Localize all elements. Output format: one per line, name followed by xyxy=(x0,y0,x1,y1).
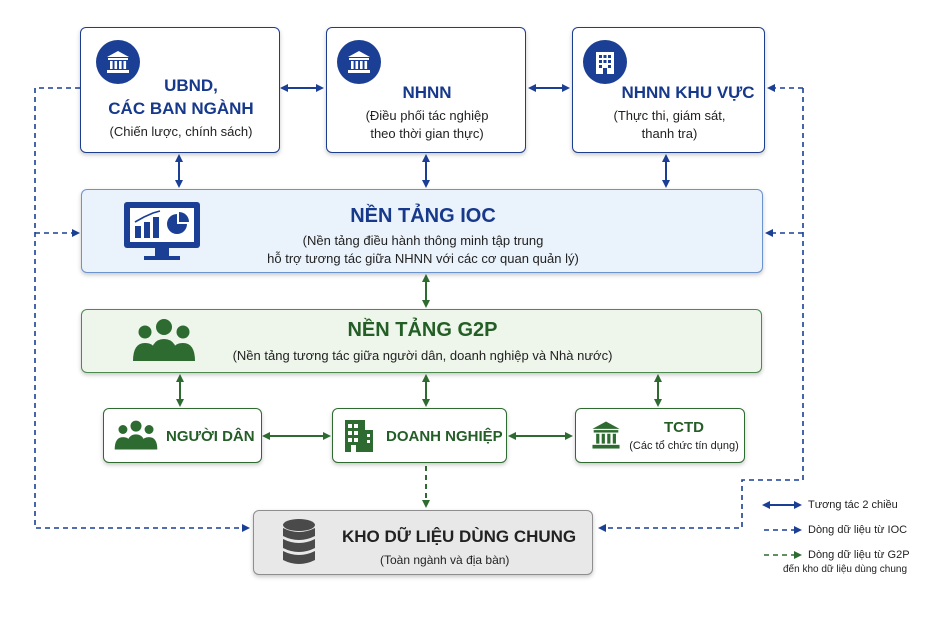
nhnn-khu-vuc-subtitle-line2: thanh tra) xyxy=(641,126,698,141)
ubnd-title-line1: UBND, xyxy=(164,76,218,95)
ioc-flow-left xyxy=(34,87,250,532)
nhnn-khu-vuc-title: NHNN KHU VỰC xyxy=(621,83,755,102)
bank-icon xyxy=(590,419,622,456)
g2p-title: NỀN TẢNG G2P xyxy=(347,319,498,341)
legend-g2p-flow-label-line2: đến kho dữ liệu dùng chung xyxy=(783,564,908,575)
doanh-nghiep-title: DOANH NGHIỆP xyxy=(386,428,503,445)
tctd-subtitle: (Các tổ chức tín dụng) xyxy=(629,440,739,452)
office-building-icon xyxy=(583,40,627,84)
people-group-icon xyxy=(132,317,196,368)
kho-subtitle: (Toàn ngành và địa bàn) xyxy=(380,553,510,567)
ioc-flow-right xyxy=(598,88,804,532)
nhnn-khu-vuc-subtitle-line1: (Thực thi, giám sát, xyxy=(613,108,726,123)
ioc-platform-box: NỀN TẢNG IOC (Nền tảng điều hành thông m… xyxy=(81,189,763,273)
people-group-icon xyxy=(114,419,158,456)
legend-two-way-label: Tương tác 2 chiều xyxy=(808,499,898,511)
tctd-title: TCTD xyxy=(664,419,704,436)
tctd-box: TCTD (Các tổ chức tín dụng) xyxy=(575,408,745,463)
ubnd-box: UBND, CÁC BAN NGÀNH (Chiến lược, chính s… xyxy=(80,27,280,153)
office-building-icon xyxy=(344,418,374,457)
ubnd-title-line2: CÁC BAN NGÀNH xyxy=(108,99,254,118)
ioc-subtitle-line2: hỗ trợ tương tác giữa NHNN với các cơ qu… xyxy=(267,251,579,266)
database-icon xyxy=(281,518,317,573)
ioc-title: NỀN TẢNG IOC xyxy=(350,205,496,227)
bank-icon xyxy=(96,40,140,84)
dashboard-monitor-icon xyxy=(122,200,202,269)
nguoi-dan-box: NGƯỜI DÂN xyxy=(103,408,262,463)
nhnn-subtitle-line2: theo thời gian thực) xyxy=(370,126,484,141)
nhnn-title: NHNN xyxy=(402,83,452,102)
ioc-subtitle-line1: (Nền tảng điều hành thông minh tập trung xyxy=(302,233,544,248)
g2p-subtitle: (Nền tảng tương tác giữa người dân, doan… xyxy=(232,348,613,363)
legend-ioc-flow-label: Dòng dữ liệu từ IOC xyxy=(808,524,908,536)
nhnn-subtitle-line1: (Điều phối tác nghiệp xyxy=(365,108,489,123)
doanh-nghiep-box: DOANH NGHIỆP xyxy=(332,408,507,463)
kho-du-lieu-box: KHO DỮ LIỆU DÙNG CHUNG (Toàn ngành và đị… xyxy=(253,510,593,575)
ubnd-subtitle: (Chiến lược, chính sách) xyxy=(109,124,253,139)
bank-icon xyxy=(337,40,381,84)
g2p-platform-box: NỀN TẢNG G2P (Nền tảng tương tác giữa ng… xyxy=(81,309,762,373)
nguoi-dan-title: NGƯỜI DÂN xyxy=(166,428,255,445)
nhnn-box: NHNN (Điều phối tác nghiệp theo thời gia… xyxy=(326,27,526,153)
legend-g2p-flow-label-line1: Dòng dữ liệu từ G2P xyxy=(808,549,910,561)
kho-title: KHO DỮ LIỆU DÙNG CHUNG xyxy=(342,527,577,546)
nhnn-khu-vuc-box: NHNN KHU VỰC (Thực thi, giám sát, thanh … xyxy=(572,27,765,153)
